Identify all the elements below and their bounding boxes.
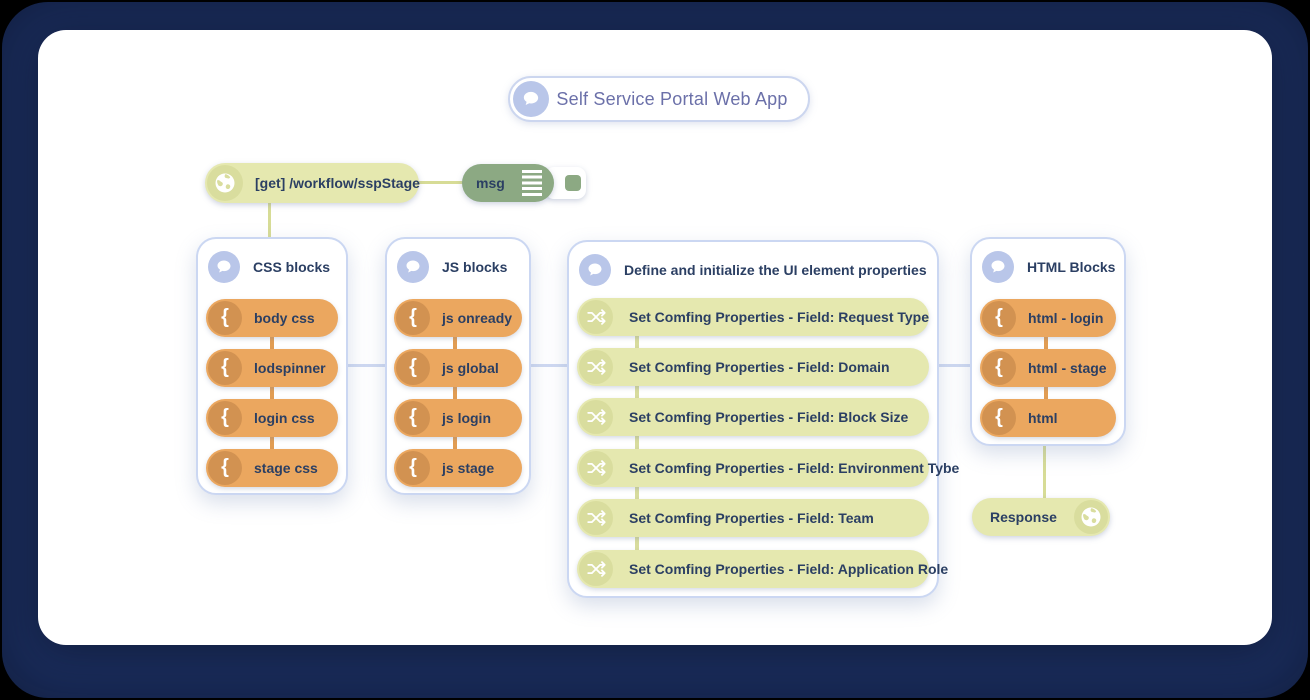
comment-bubble-icon	[579, 254, 611, 286]
list-lines-icon	[522, 170, 542, 196]
node-label: Response	[990, 509, 1057, 525]
group-css-blocks[interactable]: CSS blocks { body css { lodspinner { log…	[196, 237, 348, 495]
node-connector	[635, 535, 639, 552]
node-label: html - stage	[1028, 360, 1107, 376]
node-label: lodspinner	[254, 360, 326, 376]
template-node[interactable]: { html - login	[980, 299, 1116, 337]
node-connector	[1044, 385, 1048, 401]
node-label: js stage	[442, 460, 495, 476]
node-label: js onready	[442, 310, 513, 326]
node-connector	[270, 335, 274, 351]
group-title: CSS blocks	[253, 259, 331, 275]
http-response-node[interactable]: Response	[972, 498, 1110, 536]
debug-label: msg	[476, 175, 505, 191]
change-node[interactable]: Set Comfing Properties - Field: Domain	[577, 348, 929, 386]
node-label: Set Comfing Properties - Field: Environm…	[629, 460, 960, 476]
curly-brace-icon: {	[396, 351, 430, 385]
curly-brace-icon: {	[208, 301, 242, 335]
change-node[interactable]: Set Comfing Properties - Field: Team	[577, 499, 929, 537]
flow-title: Self Service Portal Web App	[556, 88, 788, 109]
shuffle-icon	[579, 451, 613, 485]
comment-bubble-icon	[397, 251, 429, 283]
change-node[interactable]: Set Comfing Properties - Field: Environm…	[577, 449, 959, 487]
node-connector	[635, 434, 639, 451]
node-label: Set Comfing Properties - Field: Applicat…	[629, 561, 949, 577]
debug-node[interactable]: msg	[462, 164, 554, 202]
node-label: Set Comfing Properties - Field: Team	[629, 510, 874, 526]
template-node[interactable]: { js login	[394, 399, 522, 437]
template-node[interactable]: { js global	[394, 349, 522, 387]
template-node[interactable]: { stage css	[206, 449, 338, 487]
shuffle-icon	[579, 501, 613, 535]
template-node[interactable]: { html - stage	[980, 349, 1116, 387]
node-connector	[635, 334, 639, 350]
wire-props-to-html	[935, 364, 970, 367]
node-label: body css	[254, 310, 315, 326]
globe-icon	[1074, 500, 1108, 534]
shuffle-icon	[579, 552, 613, 586]
wire-html-to-response	[1043, 441, 1046, 498]
node-connector	[635, 485, 639, 501]
curly-brace-icon: {	[396, 401, 430, 435]
globe-icon	[207, 165, 243, 201]
curly-brace-icon: {	[208, 401, 242, 435]
shuffle-icon	[579, 350, 613, 384]
template-node[interactable]: { login css	[206, 399, 338, 437]
group-title: JS blocks	[442, 259, 508, 275]
node-label: login css	[254, 410, 315, 426]
curly-brace-icon: {	[982, 401, 1016, 435]
curly-brace-icon: {	[982, 351, 1016, 385]
node-label: stage css	[254, 460, 318, 476]
template-node[interactable]: { js stage	[394, 449, 522, 487]
curly-brace-icon: {	[396, 301, 430, 335]
comment-bubble-icon	[208, 251, 240, 283]
node-connector	[635, 384, 639, 400]
curly-brace-icon: {	[208, 351, 242, 385]
node-label: js login	[442, 410, 491, 426]
http-in-node[interactable]: [get] /workflow/sspStage	[205, 163, 420, 203]
curly-brace-icon: {	[208, 451, 242, 485]
group-ui-properties[interactable]: Define and initialize the UI element pro…	[567, 240, 959, 598]
change-node[interactable]: Set Comfing Properties - Field: Request …	[577, 298, 929, 336]
group-html-blocks[interactable]: HTML Blocks { html - login { html - stag…	[970, 237, 1126, 446]
curly-brace-icon: {	[982, 301, 1016, 335]
node-label: Set Comfing Properties - Field: Request …	[629, 309, 930, 325]
node-label: html - login	[1028, 310, 1104, 326]
node-connector	[453, 435, 457, 451]
template-node[interactable]: { lodspinner	[206, 349, 338, 387]
change-node[interactable]: Set Comfing Properties - Field: Block Si…	[577, 398, 929, 436]
node-connector	[1044, 335, 1048, 351]
group-title: Define and initialize the UI element pro…	[624, 262, 927, 278]
template-node[interactable]: { body css	[206, 299, 338, 337]
node-label: Set Comfing Properties - Field: Domain	[629, 359, 890, 375]
flow-title-pill: Self Service Portal Web App	[508, 76, 810, 122]
wire-http-to-debug	[419, 181, 463, 184]
node-label: js global	[442, 360, 499, 376]
wire-http-to-css-group	[268, 202, 271, 238]
template-node[interactable]: { html	[980, 399, 1116, 437]
change-node[interactable]: Set Comfing Properties - Field: Applicat…	[577, 550, 948, 588]
node-label: html	[1028, 410, 1058, 426]
node-connector	[453, 335, 457, 351]
node-connector	[270, 385, 274, 401]
shuffle-icon	[579, 400, 613, 434]
template-node[interactable]: { js onready	[394, 299, 522, 337]
debug-enable-toggle[interactable]	[545, 167, 586, 199]
node-connector	[270, 435, 274, 451]
http-in-label: [get] /workflow/sspStage	[255, 175, 420, 191]
comment-bubble-icon	[513, 81, 549, 117]
node-connector	[453, 385, 457, 401]
node-label: Set Comfing Properties - Field: Block Si…	[629, 409, 909, 425]
wire-css-to-js	[344, 364, 385, 367]
group-title: HTML Blocks	[1027, 259, 1116, 275]
shuffle-icon	[579, 300, 613, 334]
comment-bubble-icon	[982, 251, 1014, 283]
group-js-blocks[interactable]: JS blocks { js onready { js global { js …	[385, 237, 531, 495]
debug-toggle-square	[565, 175, 581, 191]
wire-js-to-props	[527, 364, 567, 367]
curly-brace-icon: {	[396, 451, 430, 485]
